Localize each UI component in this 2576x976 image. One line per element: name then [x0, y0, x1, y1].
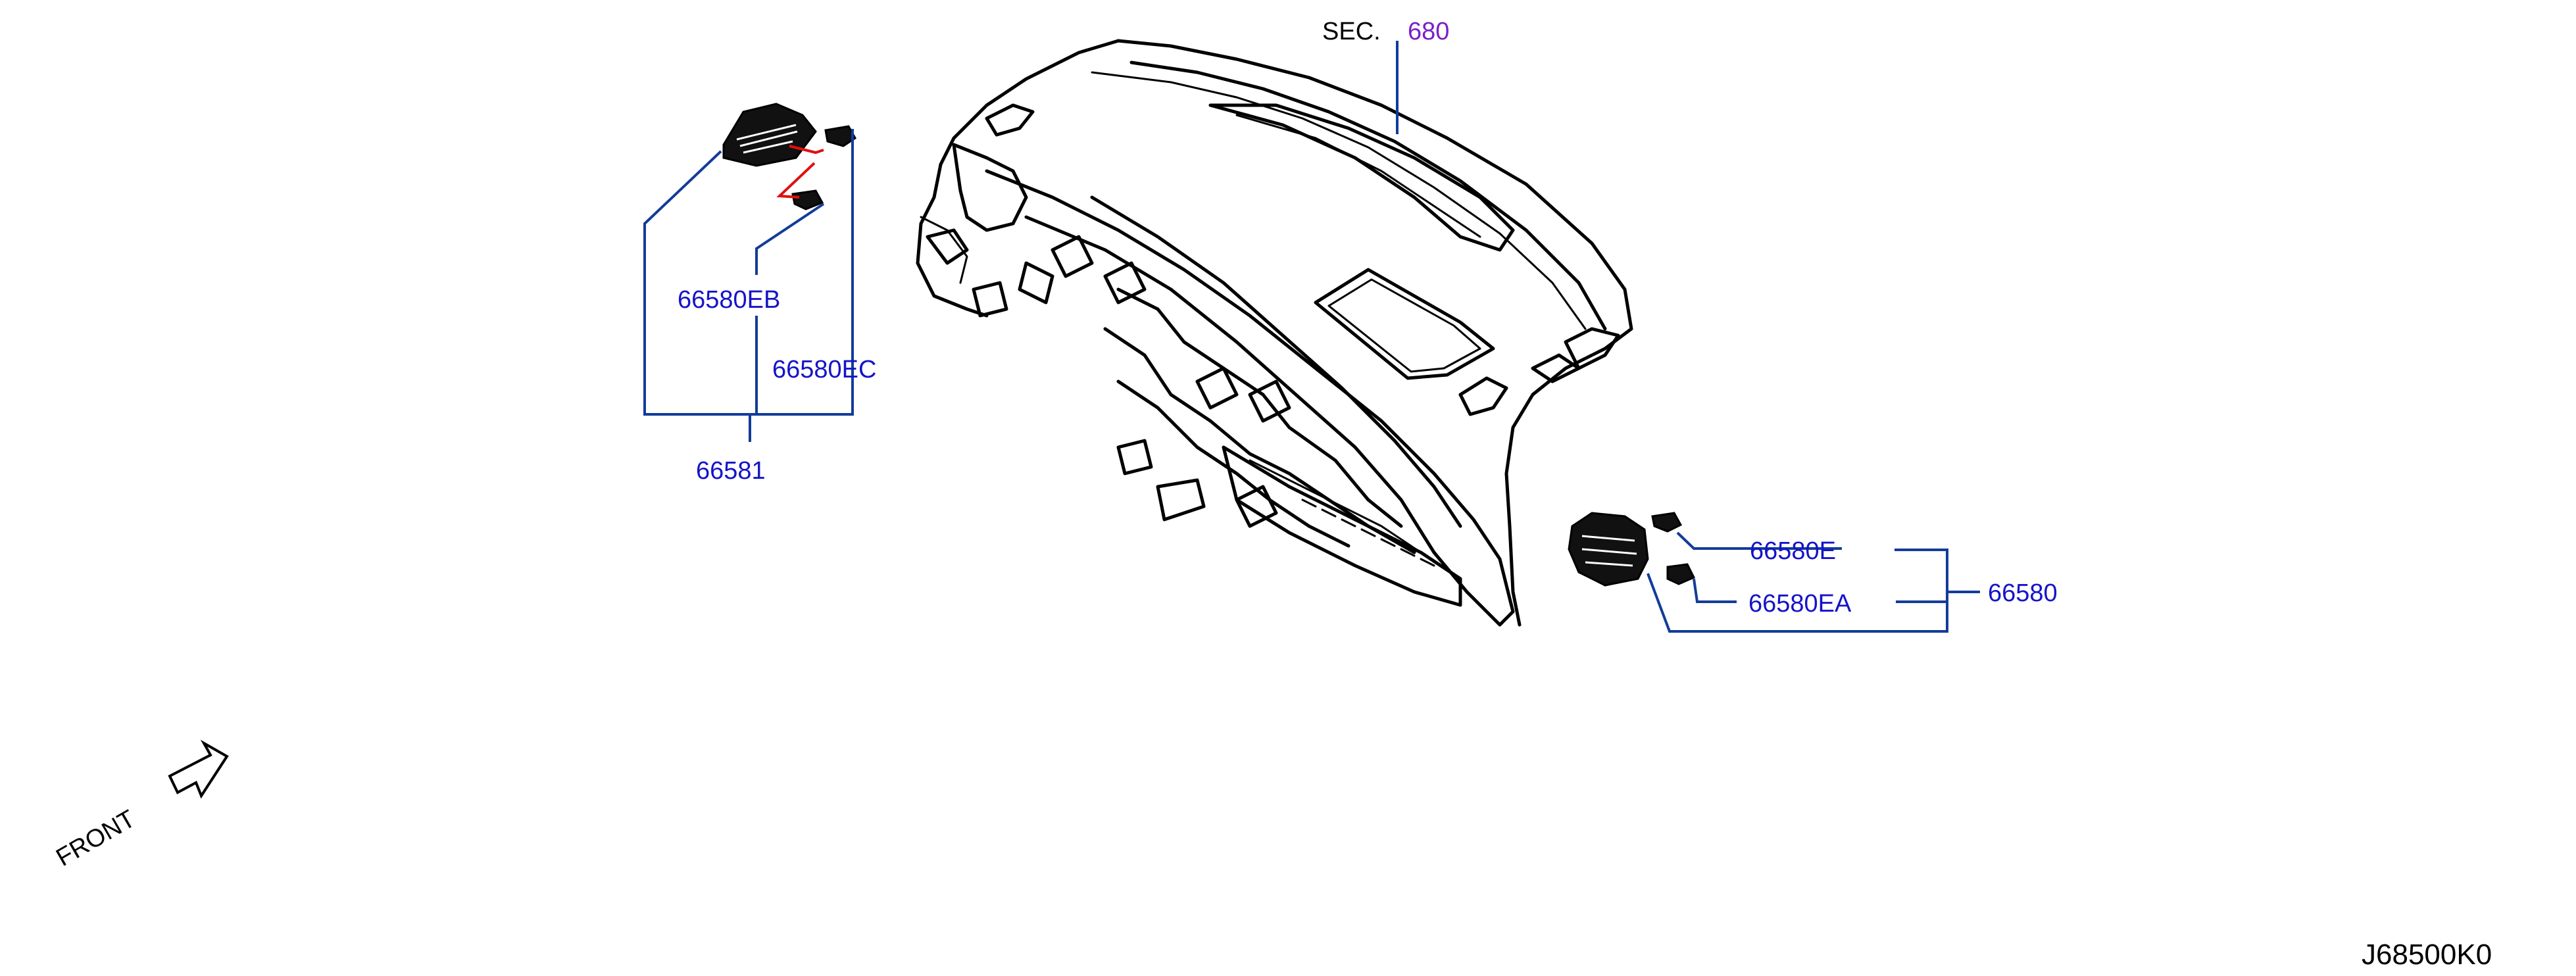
part-number-66580EB[interactable]: 66580EB [678, 286, 780, 314]
instrument-panel-assembly [916, 39, 1633, 627]
part-number-66580E[interactable]: 66580E [1750, 537, 1836, 565]
section-prefix: SEC. [1322, 18, 1381, 45]
section-number: 680 [1408, 18, 1449, 45]
leader-lines [643, 41, 1980, 633]
part-number-66580EC[interactable]: 66580EC [772, 356, 876, 383]
front-label: FRONT [52, 805, 140, 872]
part-number-66580[interactable]: 66580 [1988, 579, 2058, 607]
part-number-66581[interactable]: 66581 [696, 457, 766, 485]
highlight-lines [776, 145, 824, 199]
left-side-vent [722, 103, 856, 210]
front-arrow-icon [168, 739, 229, 799]
drawing-code: J68500K0 [2362, 939, 2492, 971]
part-number-66580EA[interactable]: 66580EA [1748, 590, 1852, 618]
right-side-vent [1568, 512, 1696, 587]
